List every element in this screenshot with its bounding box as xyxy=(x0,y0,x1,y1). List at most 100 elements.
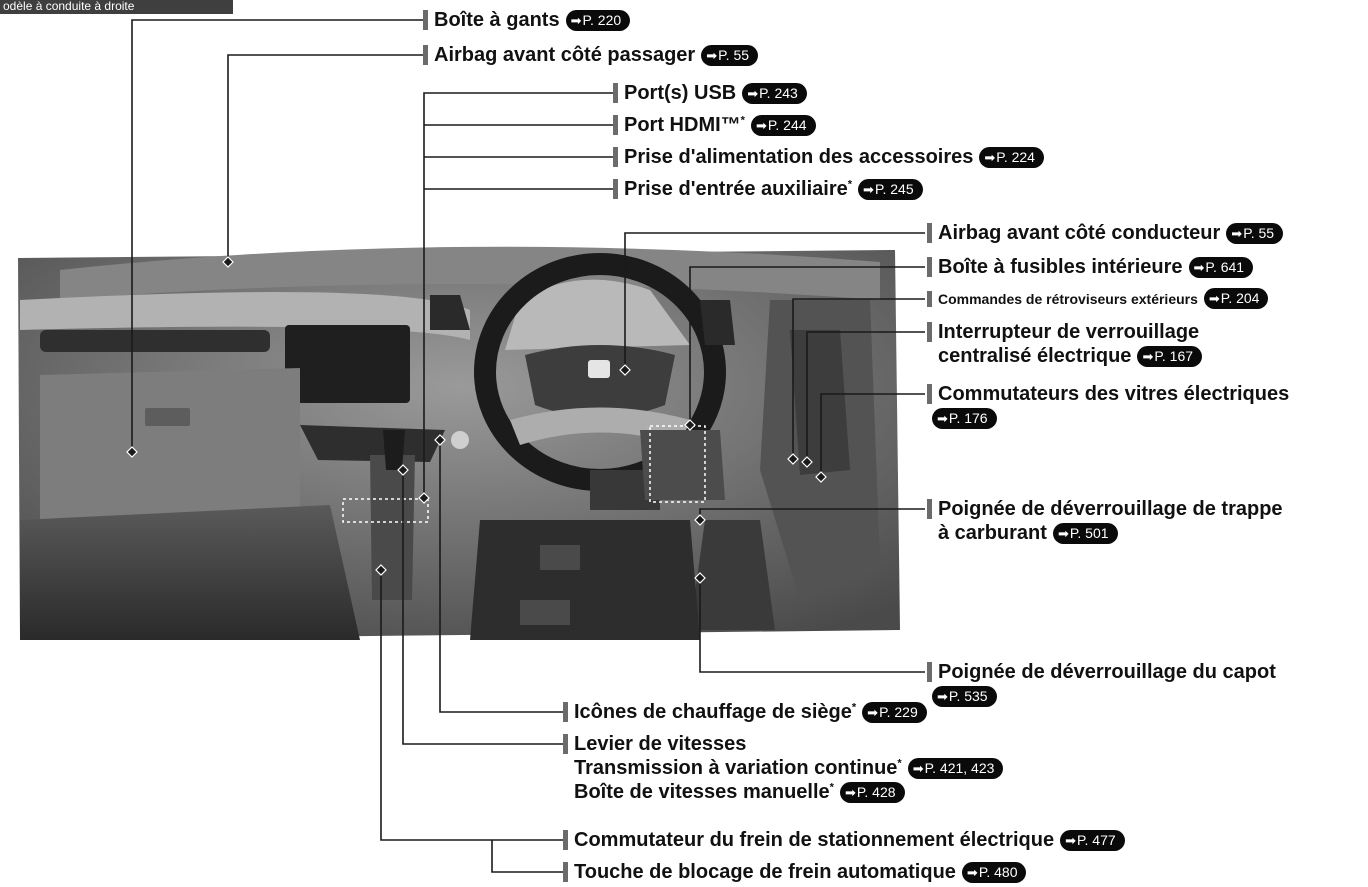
leader-line-fusibles xyxy=(689,266,925,425)
arrow-right-icon: ➡ xyxy=(706,48,718,63)
footnote-mark: * xyxy=(740,114,745,127)
arrow-right-icon: ➡ xyxy=(984,150,996,165)
page-ref-link[interactable]: ➡P. 204 xyxy=(1203,288,1269,309)
callout-label: Commutateur du frein de stationnement él… xyxy=(574,829,1055,851)
label-bar xyxy=(613,147,618,167)
footnote-mark: * xyxy=(847,178,853,191)
page-ref-link[interactable]: ➡P. 243 xyxy=(742,83,807,104)
callout-label: Boîte à gants xyxy=(434,9,560,31)
callout-label: Boîte à fusibles intérieure xyxy=(938,256,1183,278)
label-bar xyxy=(613,179,618,199)
sub-item-manuelle: Boîte de vitesses manuelle*➡P. 428 xyxy=(574,780,1003,804)
leader-line-verrouillage xyxy=(806,331,925,462)
leader-line-vitres xyxy=(820,393,925,477)
page-ref-link[interactable]: ➡P. 229 xyxy=(862,702,927,723)
label-bar xyxy=(423,45,428,65)
footnote-mark: * xyxy=(829,781,834,794)
callout-trappe-carburant: Poignée de déverrouillage de trappe à ca… xyxy=(927,497,1283,545)
sub-item-cvt: Transmission à variation continue*➡P. 42… xyxy=(574,756,1004,780)
callout-label: Prise d'alimentation des accessoires xyxy=(624,146,974,168)
callout-blocage-frein: Touche de blocage de frein automatique➡P… xyxy=(563,860,1027,884)
callout-frein-stationnement: Commutateur du frein de stationnement él… xyxy=(563,828,1125,852)
label-bar xyxy=(927,662,932,682)
page-ref-link[interactable]: ➡P. 224 xyxy=(979,147,1044,168)
callout-label: Port(s) USB xyxy=(624,82,737,104)
callout-port-hdmi: Port HDMI™*➡P. 244 xyxy=(613,113,816,137)
callout-levier-vitesses: Levier de vitesses Transmission à variat… xyxy=(563,732,1004,804)
leader-line-boite-a-gants xyxy=(131,19,425,452)
page-ref-link[interactable]: ➡P. 55 xyxy=(701,45,759,66)
callout-label: Icônes de chauffage de siège xyxy=(574,701,852,723)
arrow-right-icon: ➡ xyxy=(1142,349,1154,364)
page-ref-link[interactable]: ➡P. 421, 423 xyxy=(907,758,1004,779)
callout-prise-auxiliaire: Prise d'entrée auxiliaire* ➡P. 245 xyxy=(613,177,923,201)
callout-chauffage-siege: Icônes de chauffage de siège*➡P. 229 xyxy=(563,700,927,724)
callout-fusibles: Boîte à fusibles intérieure➡P. 641 xyxy=(927,255,1254,279)
callout-label: Commandes de rétroviseurs extérieurs xyxy=(938,291,1198,307)
page-ref-link[interactable]: ➡P. 480 xyxy=(961,862,1027,883)
page-ref-link[interactable]: ➡P. 167 xyxy=(1137,346,1203,367)
arrow-right-icon: ➡ xyxy=(1208,291,1220,306)
leader-line-airbag-passager xyxy=(227,54,425,262)
leader-line-retroviseurs xyxy=(792,298,925,459)
highlight-boxes xyxy=(342,425,706,523)
label-bar xyxy=(927,384,932,404)
footnote-mark: * xyxy=(897,757,902,770)
arrow-right-icon: ➡ xyxy=(570,13,582,28)
callout-label: Poignée de déverrouillage du capot xyxy=(938,661,1276,683)
page-ref-link[interactable]: ➡P. 501 xyxy=(1052,523,1118,544)
callout-retroviseurs: Commandes de rétroviseurs extérieurs ➡P. … xyxy=(927,287,1269,311)
callout-capot: Poignée de déverrouillage du capot ➡P. 5… xyxy=(927,660,1276,708)
callout-label: Airbag avant côté passager xyxy=(434,44,696,66)
page-ref-link[interactable]: ➡P. 220 xyxy=(565,10,631,31)
leader-line-frein xyxy=(380,570,565,873)
callout-label: Airbag avant côté conducteur xyxy=(938,222,1221,244)
page-ref-link[interactable]: ➡P. 477 xyxy=(1060,830,1125,851)
leader-dots xyxy=(126,256,827,584)
page-ref-link[interactable]: ➡P. 641 xyxy=(1188,257,1254,278)
callout-port-usb: Port(s) USB➡P. 243 xyxy=(613,81,807,105)
callout-label: Interrupteur de verrouillage xyxy=(938,321,1200,343)
arrow-right-icon: ➡ xyxy=(863,182,874,197)
page-ref-link[interactable]: ➡P. 55 xyxy=(1226,223,1284,244)
arrow-right-icon: ➡ xyxy=(1193,260,1205,275)
page-ref-link[interactable]: ➡P. 245 xyxy=(858,179,923,200)
arrow-right-icon: ➡ xyxy=(747,86,759,101)
label-bar xyxy=(613,83,618,103)
arrow-right-icon: ➡ xyxy=(1231,226,1243,241)
arrow-right-icon: ➡ xyxy=(1065,833,1076,848)
label-bar xyxy=(927,291,932,307)
leader-lines xyxy=(131,19,925,873)
highlight-box-ports xyxy=(342,498,429,523)
highlight-box-fuse xyxy=(649,425,706,503)
label-bar xyxy=(563,862,568,882)
page-ref-link[interactable]: ➡P. 176 xyxy=(932,408,997,429)
callout-airbag-conducteur: Airbag avant côté conducteur➡P. 55 xyxy=(927,221,1284,245)
page-ref-link[interactable]: ➡P. 244 xyxy=(750,115,816,136)
callout-label-continued: centralisé électrique➡P. 167 xyxy=(938,344,1203,368)
arrow-right-icon: ➡ xyxy=(867,705,879,720)
page-ref-link[interactable]: ➡P. 535 xyxy=(932,686,997,707)
label-bar xyxy=(563,830,568,850)
callout-label: Prise d'entrée auxiliaire xyxy=(624,178,848,200)
label-bar xyxy=(563,702,568,722)
page-ref-link[interactable]: ➡P. 428 xyxy=(839,782,905,803)
callout-label: Levier de vitesses xyxy=(574,733,747,755)
label-bar xyxy=(927,499,932,519)
callout-label: Poignée de déverrouillage de trappe xyxy=(938,498,1283,520)
leader-line-ports xyxy=(423,92,615,498)
arrow-right-icon: ➡ xyxy=(912,761,924,776)
callout-prise-alimentation: Prise d'alimentation des accessoires➡P. … xyxy=(613,145,1044,169)
callout-boite-a-gants: Boîte à gants➡P. 220 xyxy=(423,8,631,32)
arrow-right-icon: ➡ xyxy=(844,785,856,800)
leader-line-capot xyxy=(699,578,925,673)
arrow-right-icon: ➡ xyxy=(937,411,948,426)
label-bar xyxy=(613,115,618,135)
label-bar xyxy=(423,10,428,30)
arrow-right-icon: ➡ xyxy=(966,865,978,880)
leader-line-levier xyxy=(402,470,565,745)
arrow-right-icon: ➡ xyxy=(937,689,948,704)
arrow-right-icon: ➡ xyxy=(1057,526,1069,541)
